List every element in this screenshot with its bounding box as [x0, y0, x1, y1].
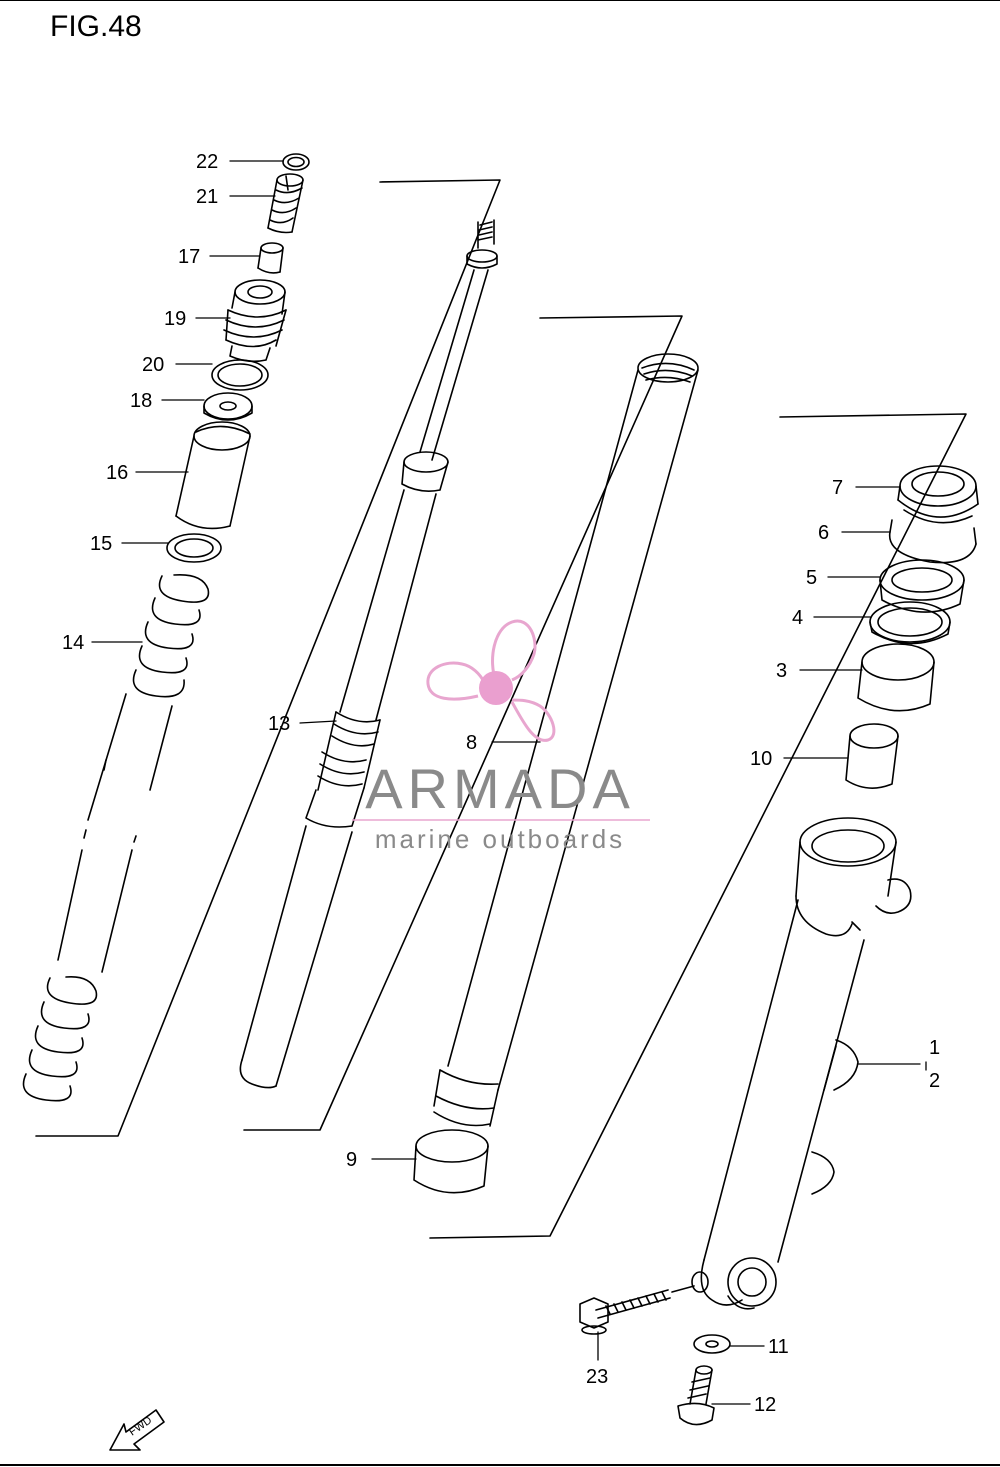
callout-9: 9 — [346, 1149, 357, 1171]
dust-seal-7 — [897, 465, 979, 524]
propeller-blade-left — [426, 661, 486, 701]
fwd-arrow: FWD — [109, 1409, 165, 1451]
callout-10: 10 — [750, 748, 772, 770]
damper-rod-cylinder — [239, 219, 498, 1089]
figure-title: FIG.48 — [50, 10, 142, 43]
panel-spring-group-outline — [35, 179, 501, 1137]
callout-12: 12 — [754, 1394, 776, 1416]
oil-seal-retainer-4 — [869, 601, 951, 645]
dust-seal-9 — [413, 1129, 489, 1194]
callout-20: 20 — [142, 354, 164, 376]
fwd-label: FWD — [127, 1414, 154, 1438]
collar-17 — [257, 242, 284, 274]
watermark-brand: ARMADA — [365, 757, 635, 820]
spacer-16 — [175, 421, 251, 530]
callout-22: 22 — [196, 151, 218, 173]
inner-tube-8 — [433, 353, 699, 1127]
outer-tube-bushing-3 — [857, 643, 935, 712]
callout-18: 18 — [130, 390, 152, 412]
callout-7: 7 — [832, 477, 843, 499]
callout-labels: 22 21 17 19 20 18 16 15 14 13 8 9 7 6 5 … — [62, 151, 940, 1416]
callout-19: 19 — [164, 308, 186, 330]
top-border — [0, 0, 1000, 1]
armada-logo — [426, 619, 556, 742]
outer-tube-1-2 — [700, 817, 912, 1310]
callout-3: 3 — [776, 660, 787, 682]
bottom-border — [0, 1464, 1000, 1466]
bolt-23 — [579, 1271, 709, 1335]
callout-23: 23 — [586, 1366, 608, 1388]
bolt-12 — [677, 1365, 715, 1426]
callout-15: 15 — [90, 533, 112, 555]
callout-16: 16 — [106, 462, 128, 484]
propeller-blade-right — [510, 698, 556, 742]
panel-inner-tube-group-outline — [429, 413, 967, 1239]
leader-lines — [91, 160, 927, 1405]
callout-13: 13 — [268, 713, 290, 735]
callout-11: 11 — [768, 1336, 789, 1358]
propeller-hub — [479, 671, 513, 705]
callout-6: 6 — [818, 522, 829, 544]
propeller-blade-top — [491, 619, 537, 683]
callout-5: 5 — [806, 567, 817, 589]
callout-2: 2 — [929, 1070, 940, 1092]
inner-tube-bushing-10 — [845, 723, 899, 789]
o-ring-20 — [211, 359, 269, 391]
fork-cap-bolt-19 — [223, 279, 287, 363]
callout-21: 21 — [196, 186, 218, 208]
washer-18 — [203, 392, 253, 421]
watermark-tagline: marine outboards — [375, 824, 625, 854]
o-ring-22 — [282, 153, 310, 171]
callout-4: 4 — [792, 607, 803, 629]
callout-14: 14 — [62, 632, 84, 654]
washer-11 — [693, 1334, 731, 1354]
callout-17: 17 — [178, 246, 200, 268]
oil-seal-5 — [879, 559, 965, 613]
stopper-ring-6 — [888, 519, 977, 564]
callout-8: 8 — [466, 732, 477, 754]
panel-damper-group-outline — [243, 315, 683, 1131]
adjuster-bolt-21 — [267, 173, 304, 234]
fork-spring-14 — [22, 573, 210, 1102]
spring-seat-15 — [166, 533, 222, 563]
callout-1: 1 — [929, 1037, 940, 1059]
